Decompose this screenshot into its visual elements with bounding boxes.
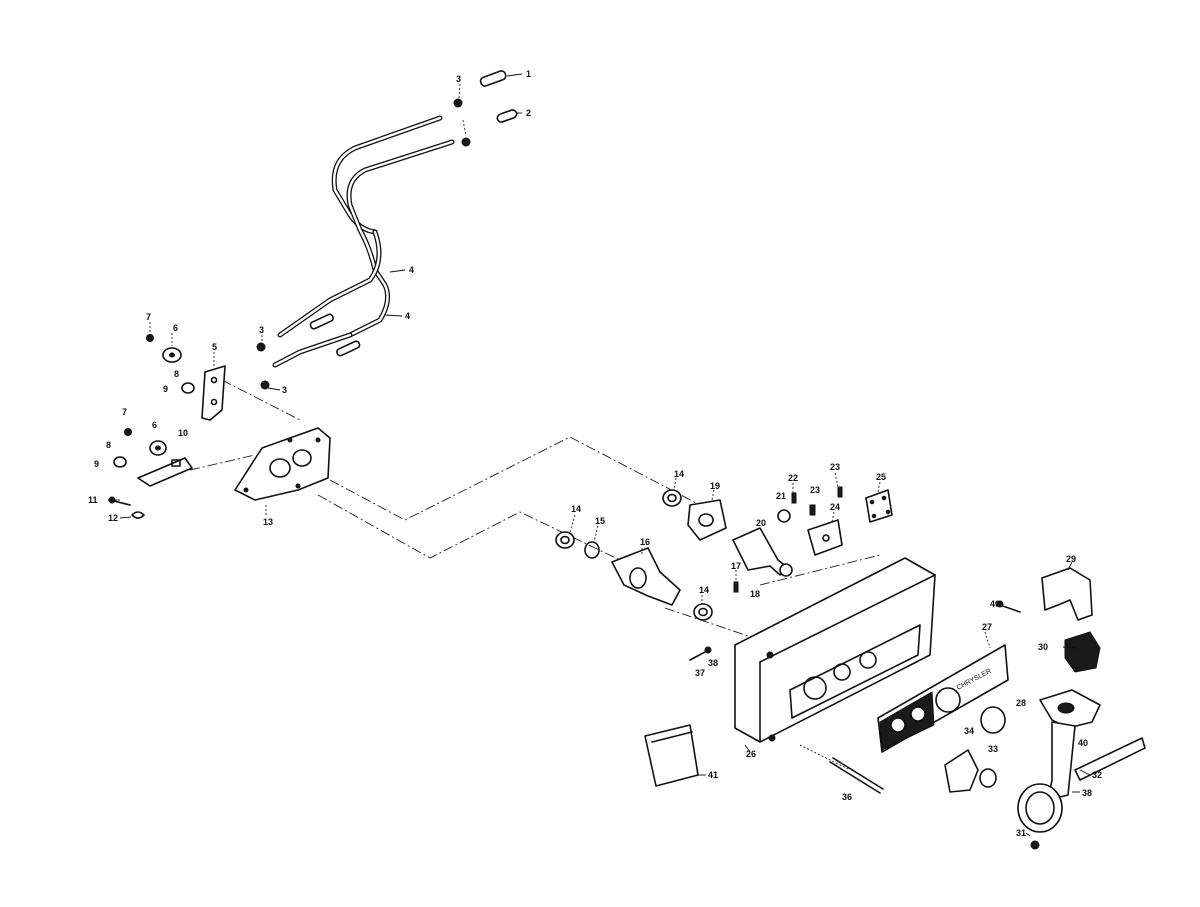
callout-21: 21 <box>776 491 786 501</box>
callout-27: 27 <box>982 622 992 632</box>
callout-29: 29 <box>1066 554 1076 564</box>
callout-9-upper: 9 <box>163 384 168 394</box>
callout-33: 33 <box>988 744 998 754</box>
callout-26-housing: 26 <box>746 749 756 759</box>
callout-1: 1 <box>526 69 531 79</box>
assembly-lines <box>189 379 991 771</box>
callout-4-upper: 4 <box>409 265 414 275</box>
callout-14-left: 14 <box>571 504 581 514</box>
callout-16: 16 <box>640 537 650 547</box>
left-linkage <box>108 334 331 519</box>
callout-38-handle: 38 <box>1082 788 1092 798</box>
callout-22-top: 22 <box>788 473 798 483</box>
callout-17: 17 <box>731 561 741 571</box>
callout-31: 31 <box>1016 828 1026 838</box>
callout-7-lower: 7 <box>122 407 127 417</box>
callout-3-mid: 3 <box>259 325 264 335</box>
callout-12: 12 <box>108 513 118 523</box>
callout-38-screw: 38 <box>708 658 718 668</box>
callout-40-upper: 40 <box>990 599 1000 609</box>
callout-4-lower: 4 <box>405 311 410 321</box>
callout-3-top: 3 <box>456 74 461 84</box>
callout-30: 30 <box>1038 642 1048 652</box>
handle-assembly <box>644 567 1146 850</box>
callout-leaders <box>108 73 1091 837</box>
callout-14-lower: 14 <box>699 585 709 595</box>
callout-20: 20 <box>756 518 766 528</box>
callout-8-upper: 8 <box>174 369 179 379</box>
callout-5: 5 <box>212 342 217 352</box>
callout-6-lower: 6 <box>152 420 157 430</box>
callout-3-low: 3 <box>282 385 287 395</box>
callout-10: 10 <box>178 428 188 438</box>
callout-23-left: 23 <box>810 485 820 495</box>
control-box-housing <box>734 557 936 743</box>
callout-13: 13 <box>263 517 273 527</box>
faceplate: CHRYSLER <box>877 644 1009 753</box>
callout-8-lower: 8 <box>106 440 111 450</box>
callout-14-top: 14 <box>674 469 684 479</box>
callout-40-lower: 40 <box>1078 738 1088 748</box>
callout-2: 2 <box>526 108 531 118</box>
callout-9-lower: 9 <box>94 459 99 469</box>
callout-24: 24 <box>830 502 840 512</box>
throttle-shift-cables <box>256 70 518 390</box>
callout-32: 32 <box>1092 770 1102 780</box>
callout-18: 18 <box>750 589 760 599</box>
callout-34: 34 <box>964 726 974 736</box>
callout-25: 25 <box>876 472 886 482</box>
callout-7-upper: 7 <box>146 312 151 322</box>
callout-19: 19 <box>710 481 720 491</box>
callout-37: 37 <box>695 668 705 678</box>
shaft-assembly <box>555 486 893 661</box>
callout-labels: 1 2 3 4 4 3 3 5 6 7 8 9 7 6 10 8 9 11 12… <box>88 69 1102 838</box>
callout-28: 28 <box>1016 698 1026 708</box>
callout-6-upper: 6 <box>173 323 178 333</box>
callout-36: 36 <box>842 792 852 802</box>
callout-11: 11 <box>88 495 98 505</box>
callout-23-right: 23 <box>830 462 840 472</box>
callout-41: 41 <box>708 770 718 780</box>
callout-15: 15 <box>595 516 605 526</box>
